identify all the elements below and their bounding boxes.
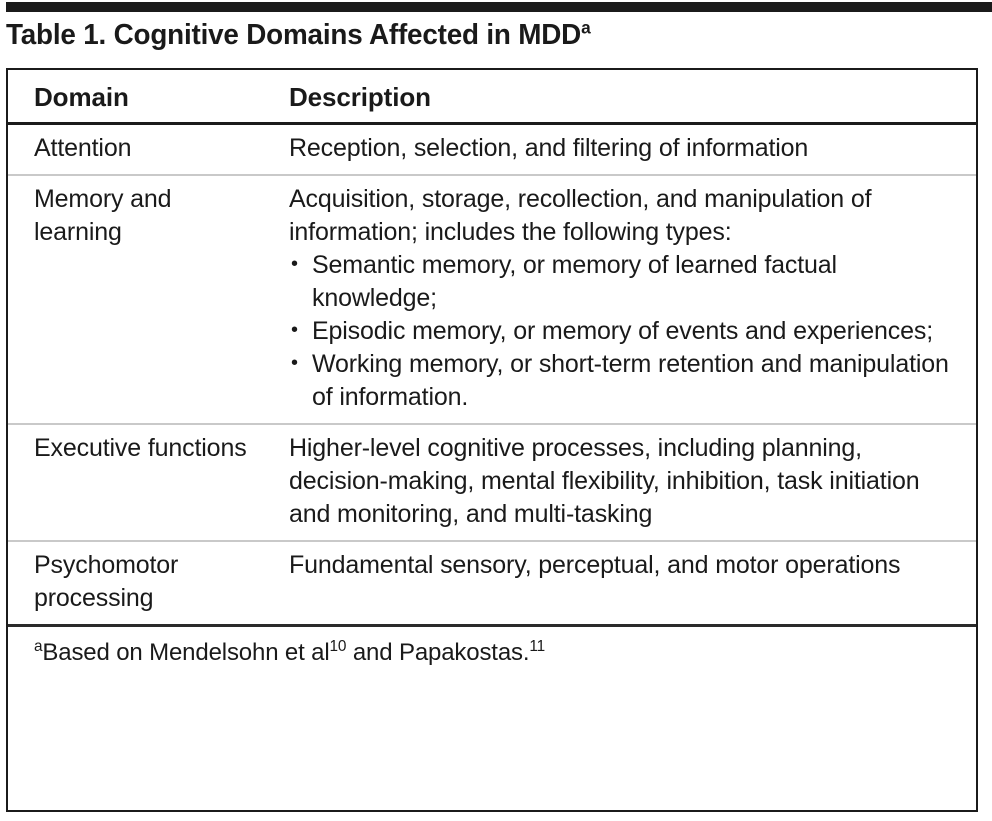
cell-domain: Executive functions bbox=[8, 424, 273, 542]
cell-description: Acquisition, storage, recollection, and … bbox=[273, 175, 976, 425]
table-frame: Domain Description Attention Reception, … bbox=[6, 68, 978, 812]
description-bullet-list: Semantic memory, or memory of learned fa… bbox=[289, 248, 962, 414]
description-paragraph: Acquisition, storage, recollection, and … bbox=[289, 185, 872, 246]
list-item: Working memory, or short-term retention … bbox=[289, 347, 962, 414]
footnote-marker: a bbox=[34, 638, 43, 655]
cell-description: Higher-level cognitive processes, includ… bbox=[273, 424, 976, 542]
table-footnote: aBased on Mendelsohn et al10 and Papakos… bbox=[8, 626, 976, 681]
cognitive-domains-table: Domain Description Attention Reception, … bbox=[8, 70, 976, 680]
page-title-footnote-marker: a bbox=[581, 17, 591, 38]
table-footnote-row: aBased on Mendelsohn et al10 and Papakos… bbox=[8, 626, 976, 681]
footnote-reference-11: 11 bbox=[529, 638, 546, 655]
top-rule-divider bbox=[6, 2, 992, 12]
list-item: Episodic memory, or memory of events and… bbox=[289, 314, 962, 348]
table-header-row: Domain Description bbox=[8, 70, 976, 125]
cell-domain: Attention bbox=[8, 123, 273, 176]
footnote-text-part-1: Based on Mendelsohn et al bbox=[42, 639, 330, 666]
cell-description: Fundamental sensory, perceptual, and mot… bbox=[273, 541, 976, 627]
column-header-description: Description bbox=[273, 70, 976, 125]
description-paragraph: Higher-level cognitive processes, includ… bbox=[289, 434, 920, 528]
cell-domain: Psychomotor processing bbox=[8, 541, 273, 627]
column-header-domain: Domain bbox=[8, 70, 273, 125]
cell-description: Reception, selection, and filtering of i… bbox=[273, 123, 976, 176]
list-item: Semantic memory, or memory of learned fa… bbox=[289, 248, 962, 315]
description-paragraph: Reception, selection, and filtering of i… bbox=[289, 134, 809, 162]
page-title-text: Table 1. Cognitive Domains Affected in M… bbox=[6, 19, 582, 51]
table-row: Memory and learning Acquisition, storage… bbox=[8, 175, 976, 425]
table-row: Attention Reception, selection, and filt… bbox=[8, 123, 976, 176]
table-row: Psychomotor processing Fundamental senso… bbox=[8, 541, 976, 627]
cell-domain: Memory and learning bbox=[8, 175, 273, 425]
page-title: Table 1. Cognitive Domains Affected in M… bbox=[6, 17, 591, 53]
footnote-text-part-2: and Papakostas. bbox=[346, 639, 530, 666]
footnote-reference-10: 10 bbox=[329, 638, 347, 655]
table-row: Executive functions Higher-level cogniti… bbox=[8, 424, 976, 542]
description-paragraph: Fundamental sensory, perceptual, and mot… bbox=[289, 551, 901, 579]
